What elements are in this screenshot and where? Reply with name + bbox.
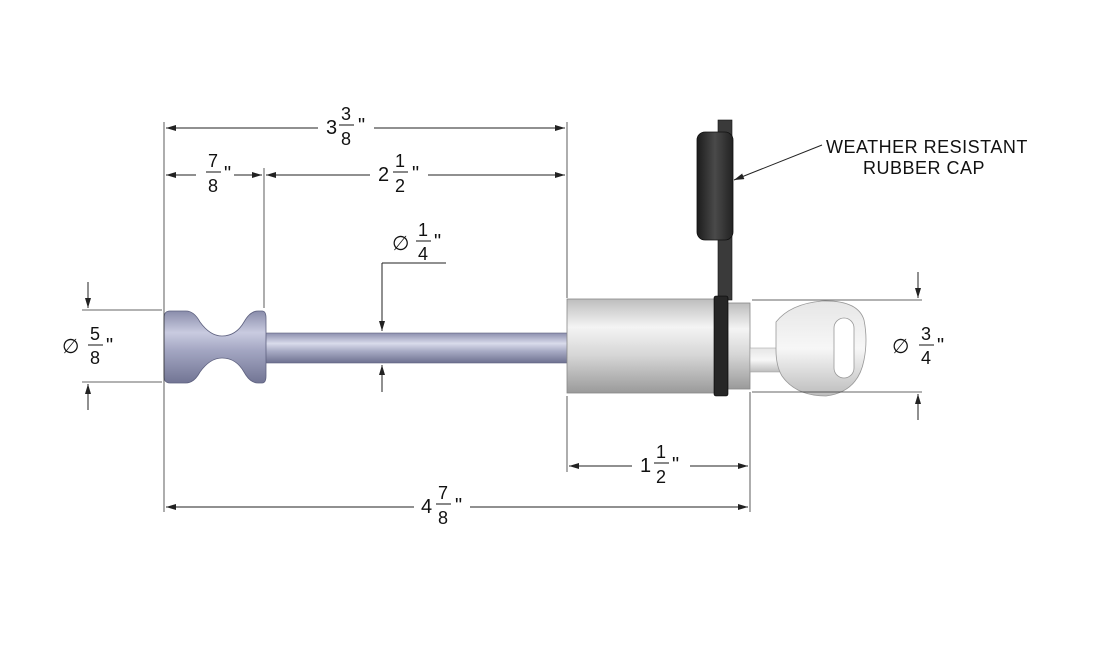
dim-denominator: 2 [656,467,666,487]
hitch-pin [163,310,573,384]
dim-whole: 3 [326,117,337,139]
dim-unit: " [106,335,113,357]
diameter-symbol: ∅ [392,233,409,255]
dim-denominator: 4 [921,348,931,368]
dim-numerator: 3 [341,104,351,124]
dim-numerator: 1 [656,442,666,462]
dim-overall-bottom: 4 7 8 " [421,483,462,528]
dim-numerator: 7 [208,151,218,171]
dim-denominator: 8 [438,508,448,528]
key-hole [833,317,855,379]
dim-denominator: 8 [341,129,351,149]
dim-denominator: 8 [208,176,218,196]
dim-unit: " [224,163,231,185]
pin-shaft [261,332,573,364]
callout-line-1: WEATHER RESISTANT [826,137,1028,157]
dim-unit: " [455,495,462,517]
diameter-symbol: ∅ [892,336,909,358]
dim-denominator: 2 [395,176,405,196]
dim-unit: " [937,335,944,357]
dim-whole: 1 [640,455,651,477]
dimension-lines [85,125,921,510]
dim-denominator: 4 [418,244,428,264]
dim-numerator: 1 [395,151,405,171]
dim-unit: " [412,163,419,185]
pin-head [163,310,267,384]
dim-numerator: 3 [921,324,931,344]
key-blade [749,347,781,373]
dim-head-width: 7 8 " [206,151,231,196]
rubber-cap [696,131,734,241]
dim-unit: " [358,115,365,137]
dim-numerator: 5 [90,324,100,344]
rubber-cap-callout: WEATHER RESISTANT RUBBER CAP [826,137,1028,178]
diameter-symbol: ∅ [62,336,79,358]
extension-lines [82,122,922,512]
lock-body [566,298,718,394]
dim-pin-diameter: ∅ 1 4 " [392,220,441,264]
dim-lock-length: 1 1 2 " [640,442,679,487]
dim-numerator: 1 [418,220,428,240]
lock-assembly [566,119,867,397]
lock-collar [727,302,751,390]
dim-lock-diameter: ∅ 3 4 " [892,324,944,368]
callout-line-2: RUBBER CAP [863,158,985,178]
dim-unit: " [672,454,679,476]
dim-whole: 4 [421,496,432,518]
dim-pin-length: 2 1 2 " [378,151,419,196]
dim-overall-top: 3 3 8 " [326,104,365,149]
key [749,300,867,397]
rubber-ring [713,295,729,397]
dim-whole: 2 [378,164,389,186]
dim-denominator: 8 [90,348,100,368]
dim-numerator: 7 [438,483,448,503]
dim-unit: " [434,231,441,253]
dim-head-diameter: ∅ 5 8 " [62,324,113,368]
